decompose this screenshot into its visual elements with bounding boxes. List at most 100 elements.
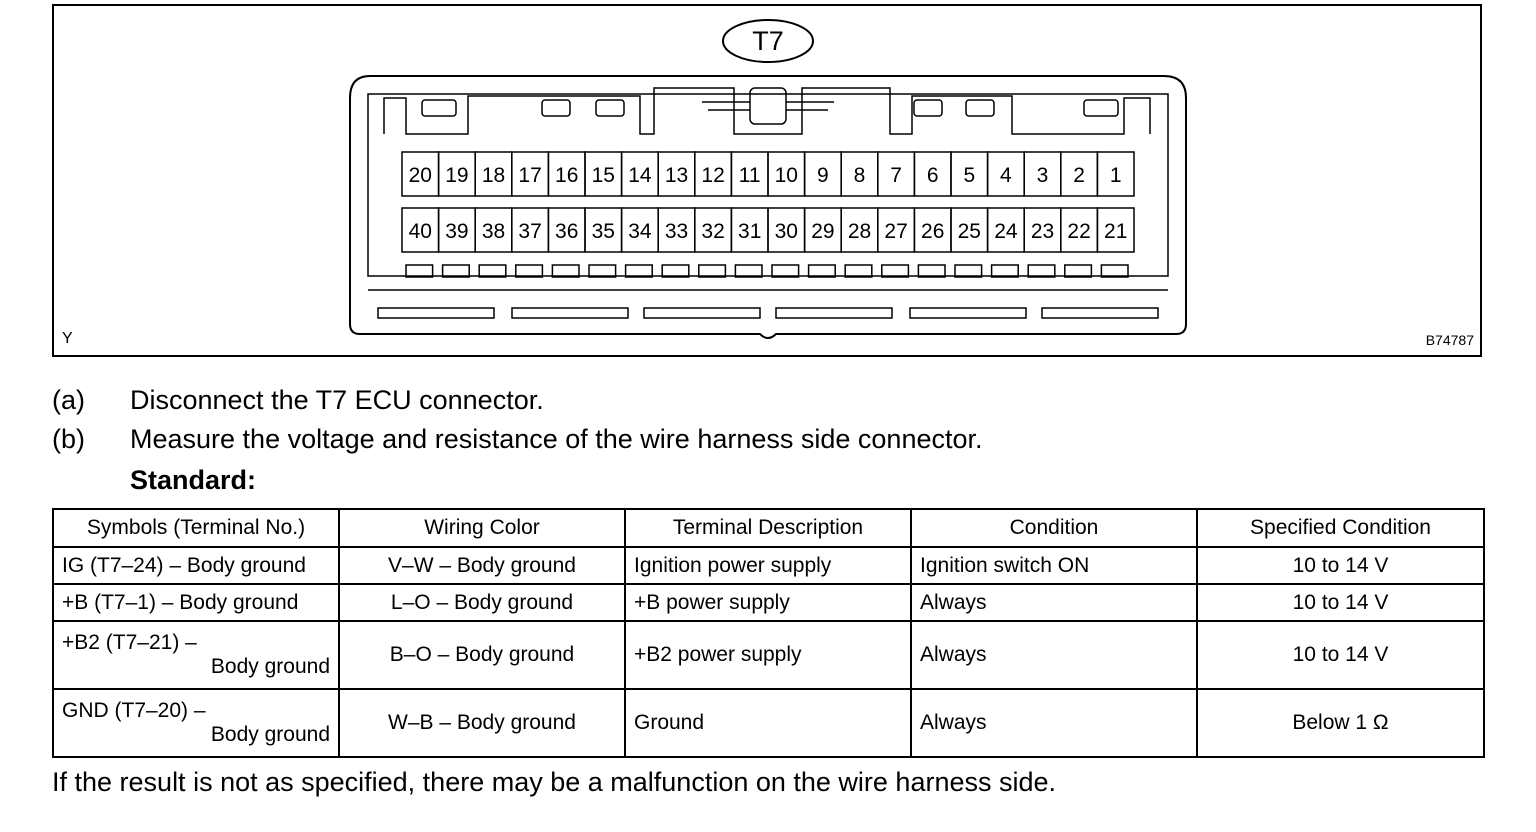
pin-cell <box>1096 207 1135 253</box>
description-cell: +B2 power supply <box>624 620 912 690</box>
rail-tab <box>807 264 836 278</box>
rail-tab <box>551 264 580 278</box>
pin-number: 17 <box>518 164 541 187</box>
step-text: Measure the voltage and resistance of th… <box>130 424 983 454</box>
pin-number: 4 <box>1000 164 1012 187</box>
connector-key-slot <box>595 99 625 117</box>
connector-key-slot <box>421 99 457 117</box>
figure-code: B74787 <box>1425 332 1474 348</box>
rail-tab <box>990 264 1019 278</box>
pin-number: 27 <box>884 220 907 243</box>
bottom-rail-tabs <box>405 264 1129 278</box>
pin-number: 1 <box>1110 164 1122 187</box>
rail-tab <box>698 264 727 278</box>
pin-number: 22 <box>1067 220 1090 243</box>
condition-cell: Always <box>910 583 1198 622</box>
condition-cell: Ignition switch ON <box>910 546 1198 585</box>
symbol-line-1: GND (T7–20) – <box>62 699 206 722</box>
symbol-cell: GND (T7–20) – Body ground <box>52 688 340 758</box>
pin-number: 39 <box>445 220 468 243</box>
pin-number: 21 <box>1104 220 1127 243</box>
wiring-cell: W–B – Body ground <box>338 688 626 758</box>
bottom-slot <box>511 307 629 319</box>
connector-key-profile <box>383 87 1151 135</box>
step-letter: (b) <box>52 424 85 454</box>
rail-tab <box>1100 264 1129 278</box>
pin-number: 24 <box>994 220 1018 243</box>
description-cell: Ground <box>624 688 912 758</box>
column-header: Wiring Color <box>338 508 626 548</box>
symbol-line-2: Body ground <box>210 723 330 746</box>
standard-heading: Standard: <box>130 465 257 495</box>
column-header: Condition <box>910 508 1198 548</box>
description-cell: +B power supply <box>624 583 912 622</box>
connector-inner-frame <box>367 93 1169 277</box>
table-row: IG (T7–24) – Body ground V–W – Body grou… <box>52 546 1485 585</box>
connector-housing-outline <box>349 75 1187 339</box>
rail-tab <box>771 264 800 278</box>
table-row: +B2 (T7–21) – Body ground B–O – Body gro… <box>52 620 1485 690</box>
rail-tab <box>588 264 617 278</box>
rail-tab <box>624 264 653 278</box>
rail-tab <box>1027 264 1056 278</box>
symbol-cell: IG (T7–24) – Body ground <box>52 546 340 585</box>
pin-number: 7 <box>890 164 902 187</box>
pin-number: 5 <box>963 164 975 187</box>
pin-number: 9 <box>817 164 829 187</box>
bottom-slot <box>775 307 893 319</box>
pin-number: 38 <box>482 220 505 243</box>
pin-number: 8 <box>854 164 866 187</box>
pin-number: 26 <box>921 220 944 243</box>
pin-number: 25 <box>958 220 981 243</box>
rail-tab <box>1064 264 1093 278</box>
pin-number: 11 <box>739 164 761 187</box>
connector-label-text: T7 <box>752 26 784 56</box>
connector-key-slot <box>965 99 995 117</box>
pin-number: 40 <box>409 220 432 243</box>
pin-number: 37 <box>518 220 541 243</box>
pin-number: 34 <box>628 220 652 243</box>
pin-number: 15 <box>592 164 615 187</box>
pin-number: 33 <box>665 220 688 243</box>
column-header: Specified Condition <box>1196 508 1485 548</box>
wiring-cell: B–O – Body ground <box>338 620 626 690</box>
pin-number: 6 <box>927 164 939 187</box>
pin-number: 19 <box>445 164 468 187</box>
pin-number: 2 <box>1073 164 1085 187</box>
bottom-slot <box>1041 307 1159 319</box>
rail-tab <box>441 264 470 278</box>
pin-number: 35 <box>592 220 615 243</box>
pin-number: 12 <box>701 164 724 187</box>
symbol-line-2: Body ground <box>210 655 330 678</box>
pin-number: 18 <box>482 164 505 187</box>
pin-number: 28 <box>848 220 871 243</box>
step-letter: (a) <box>52 385 85 415</box>
symbol-cell: +B2 (T7–21) – Body ground <box>52 620 340 690</box>
symbol-cell: +B (T7–1) – Body ground <box>52 583 340 622</box>
pin-number: 36 <box>555 220 578 243</box>
pin-number: 3 <box>1037 164 1049 187</box>
bottom-slot <box>377 307 495 319</box>
condition-cell: Always <box>910 688 1198 758</box>
rail-tab <box>734 264 763 278</box>
wiring-cell: L–O – Body ground <box>338 583 626 622</box>
pin-number: 30 <box>775 220 798 243</box>
rail-tab <box>515 264 544 278</box>
specified-cell: Below 1 Ω <box>1196 688 1485 758</box>
footer-note: If the result is not as specified, there… <box>52 767 1057 797</box>
pin-cell <box>1096 151 1135 197</box>
symbol-line-1: +B2 (T7–21) – <box>62 631 197 654</box>
rail-tab <box>954 264 983 278</box>
pin-number: 10 <box>775 164 798 187</box>
pin-number: 32 <box>701 220 724 243</box>
table-row: +B (T7–1) – Body ground L–O – Body groun… <box>52 583 1485 622</box>
connector-key-slot <box>913 99 943 117</box>
condition-cell: Always <box>910 620 1198 690</box>
column-header: Terminal Description <box>624 508 912 548</box>
wiring-cell: V–W – Body ground <box>338 546 626 585</box>
table-header-row: Symbols (Terminal No.) Wiring Color Term… <box>52 508 1485 548</box>
rail-tab <box>661 264 690 278</box>
